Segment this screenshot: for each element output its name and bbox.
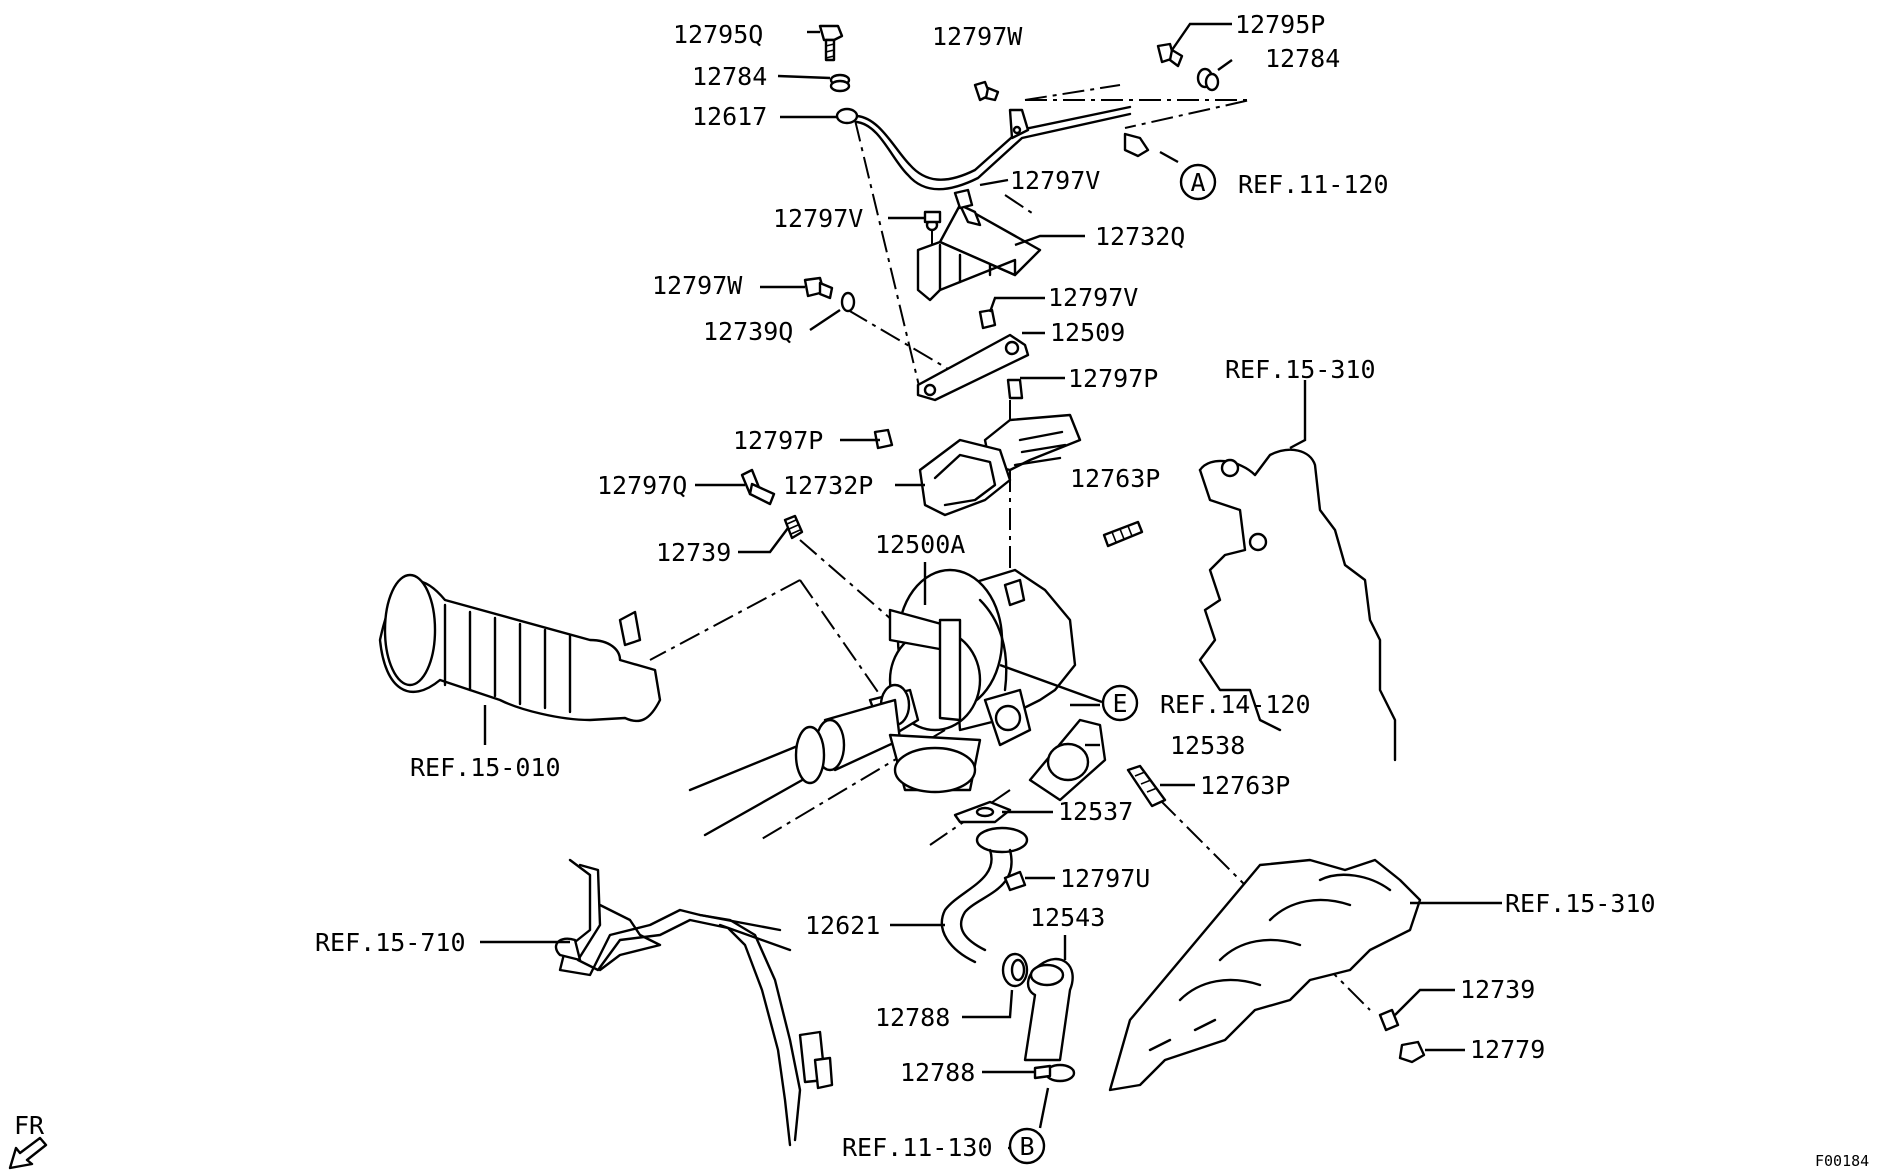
callout-label: REF.11-120: [1238, 170, 1389, 199]
callout-label: 12797U: [1060, 864, 1150, 893]
stud-12763P-lower: [1126, 764, 1167, 808]
callout-label: REF.11-130: [842, 1133, 993, 1162]
marker-E: E: [1101, 684, 1139, 722]
gasket-12538: [1028, 718, 1107, 802]
callout-label: 12763P: [1070, 464, 1160, 493]
callout-label: 12537: [1058, 797, 1133, 826]
callout-label: 12739: [656, 538, 731, 567]
callout-label: 12739Q: [703, 317, 793, 346]
intake-hose-ref-15-010: [378, 573, 662, 723]
callout-label: 12797W: [932, 22, 1023, 51]
callout-label: 12788: [875, 1003, 950, 1032]
exhaust-manifold-upper: [1198, 448, 1397, 762]
vacuum-hoses-ref-15-710: [554, 858, 834, 1147]
stud-12739: [783, 514, 804, 540]
bracket-12509: [916, 308, 1030, 402]
callout-label: 12500A: [875, 530, 965, 559]
bracket-12732Q: [916, 188, 1042, 302]
callout-label: 12784: [692, 62, 767, 91]
gasket-12537: [953, 800, 1012, 824]
bolt-12797Q: [740, 468, 776, 506]
callout-label: 12732P: [783, 471, 873, 500]
callout-label: 12739: [1460, 975, 1535, 1004]
bolt-12797W-top: [973, 80, 1000, 102]
clamp-12788-upper: [1001, 952, 1029, 988]
callout-label: 12779: [1470, 1035, 1545, 1064]
oil-feed-pipe-12617: [835, 105, 1150, 191]
marker-A-letter: A: [1190, 168, 1205, 197]
marker-E-letter: E: [1112, 689, 1127, 718]
callout-label: 12538: [1170, 731, 1245, 760]
callout-label: 12543: [1030, 903, 1105, 932]
oil-return-pipe-12621: [940, 826, 1029, 964]
exhaust-manifold-lower: [1108, 858, 1422, 1092]
callout-labels: 12795Q 12784 12617 12797W 12795P 12784 R…: [315, 10, 1656, 1162]
turbocharger-12500A: [814, 568, 1077, 794]
washer-12739Q: [840, 291, 856, 313]
callout-label: 12797V: [1048, 283, 1138, 312]
bolt-12795P: [1156, 42, 1184, 68]
clamp-12788-lower: [1033, 1063, 1076, 1083]
bolt-12797W-mid: [803, 276, 834, 300]
callout-label: 12763P: [1200, 771, 1290, 800]
callout-label: REF.14-120: [1160, 690, 1311, 719]
callout-label: 12795P: [1235, 10, 1325, 39]
callout-label: REF.15-310: [1505, 889, 1656, 918]
callout-label: 12732Q: [1095, 222, 1185, 251]
callout-label: REF.15-310: [1225, 355, 1376, 384]
bolt-12795Q: [818, 24, 844, 62]
callout-label: 12784: [1265, 44, 1340, 73]
callout-label: REF.15-010: [410, 753, 561, 782]
stud-12763P-upper: [1102, 520, 1144, 548]
front-arrow-icon: [8, 1136, 48, 1170]
leader-lines: [480, 22, 1502, 1150]
marker-A: A: [1179, 163, 1217, 201]
callout-label: 12797Q: [597, 471, 687, 500]
stud-12739-lower: [1378, 1008, 1400, 1032]
figure-code: F00184: [1815, 1152, 1869, 1170]
callout-label: 12788: [900, 1058, 975, 1087]
callout-label: 12617: [692, 102, 767, 131]
washer-12784-right: [1196, 67, 1220, 92]
outlet-pipe: [688, 725, 826, 837]
marker-B-letter: B: [1019, 1132, 1034, 1161]
heat-shield-12732P: [873, 378, 1082, 517]
callout-label: 12621: [805, 911, 880, 940]
direction-label: FR: [14, 1111, 45, 1140]
callout-label: 12509: [1050, 318, 1125, 347]
washer-12784: [829, 73, 851, 93]
nut-12779: [1398, 1040, 1426, 1064]
callout-label: 12797P: [1068, 364, 1158, 393]
front-direction-indicator: FR: [8, 1111, 48, 1170]
marker-B: B: [1008, 1127, 1046, 1165]
callout-label: 12797V: [773, 204, 863, 233]
callout-label: 12797W: [652, 271, 743, 300]
callout-label: REF.15-710: [315, 928, 466, 957]
hose-12543: [1023, 958, 1074, 1062]
callout-label: 12797V: [1010, 166, 1100, 195]
callout-label: 12795Q: [673, 20, 763, 49]
callout-label: 12797P: [733, 426, 823, 455]
